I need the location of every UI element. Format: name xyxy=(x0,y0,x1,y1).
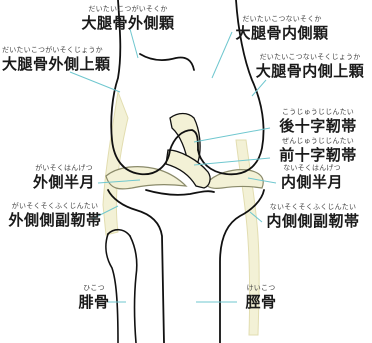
label-lateral-collateral-text: 外側側副靭帯 xyxy=(2,211,108,229)
label-pcl: こうじゅうじじんたい 後十字靭帯 xyxy=(272,108,364,135)
label-medial-condyle-reading: だいたいこつないそくか xyxy=(222,15,342,24)
label-medial-condyle: だいたいこつないそくか 大腿骨内側顆 xyxy=(222,15,342,42)
label-fibula-text: 腓骨 xyxy=(74,293,114,311)
label-medial-epicondyle: だいたいこつないそくじょうか 大腿骨内側上顆 xyxy=(248,53,372,80)
label-medial-epicondyle-text: 大腿骨内側上顆 xyxy=(248,62,372,80)
label-medial-epicondyle-reading: だいたいこつないそくじょうか xyxy=(248,53,372,62)
label-tibia-text: 脛骨 xyxy=(238,293,284,311)
label-lateral-meniscus-reading: がいそくはんげつ xyxy=(28,164,100,173)
label-lateral-collateral-reading: がいそくそくふくじんたい xyxy=(2,202,108,211)
label-acl-reading: ぜんじゅうじじんたい xyxy=(272,137,364,146)
label-lateral-epicondyle-reading: だいたいこつがいそくじょうか xyxy=(2,46,111,55)
label-lateral-condyle-text: 大腿骨外側顆 xyxy=(68,14,188,32)
label-lateral-condyle: だいたいこつがいそくか 大腿骨外側顆 xyxy=(68,5,188,32)
label-medial-collateral: ないそくそくふくじんたい 内側側副靭帯 xyxy=(260,203,366,230)
label-acl: ぜんじゅうじじんたい 前十字靭帯 xyxy=(272,137,364,164)
label-medial-meniscus-text: 内側半月 xyxy=(276,173,348,191)
label-pcl-text: 後十字靭帯 xyxy=(272,117,364,135)
label-lateral-epicondyle-text: 大腿骨外側上顆 xyxy=(2,55,111,73)
label-lateral-collateral: がいそくそくふくじんたい 外側側副靭帯 xyxy=(2,202,108,229)
label-fibula-reading: ひこつ xyxy=(74,284,114,293)
tibia-outline xyxy=(108,190,264,343)
label-pcl-reading: こうじゅうじじんたい xyxy=(272,108,364,117)
label-lateral-meniscus-text: 外側半月 xyxy=(28,173,100,191)
lateral-meniscus xyxy=(106,167,186,189)
label-fibula: ひこつ 腓骨 xyxy=(74,284,114,311)
label-tibia-reading: けいこつ xyxy=(238,284,284,293)
label-lateral-condyle-reading: だいたいこつがいそくか xyxy=(68,5,188,14)
label-medial-collateral-text: 内側側副靭帯 xyxy=(260,212,366,230)
label-tibia: けいこつ 脛骨 xyxy=(238,284,284,311)
label-lateral-meniscus: がいそくはんげつ 外側半月 xyxy=(28,164,100,191)
label-medial-condyle-text: 大腿骨内側顆 xyxy=(222,24,342,42)
label-medial-collateral-reading: ないそくそくふくじんたい xyxy=(260,203,366,212)
label-lateral-epicondyle: だいたいこつがいそくじょうか 大腿骨外側上顆 xyxy=(2,46,111,73)
label-medial-meniscus: ないそくはんげつ 内側半月 xyxy=(276,164,348,191)
label-acl-text: 前十字靭帯 xyxy=(272,146,364,164)
label-medial-meniscus-reading: ないそくはんげつ xyxy=(276,164,348,173)
